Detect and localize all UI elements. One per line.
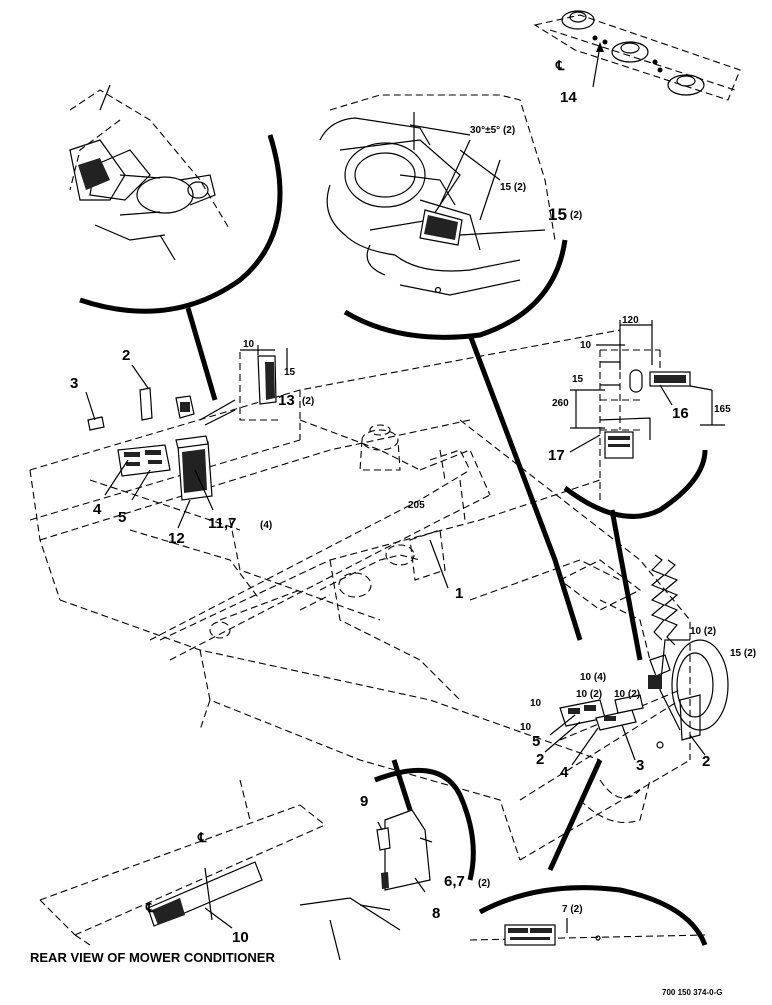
detail-cutterbar-disks: [533, 10, 741, 101]
callout-14: 14: [560, 89, 577, 106]
callout-6-7: 6,7: [444, 873, 465, 890]
callout-6-qty: (2): [478, 878, 490, 889]
rear-left-decals: [87, 387, 236, 501]
callout-11-7: 11,7: [208, 515, 236, 532]
dim-205: 205: [408, 500, 425, 511]
rear-right-decals: [559, 675, 662, 731]
callout-4-left: 4: [93, 501, 102, 518]
callout-labels: 2 3 4 5 12 11,7 (4) 13 (2) 1 14 15 (2) 1…: [70, 89, 710, 946]
dim-260: 260: [552, 398, 569, 409]
rear-view-caption: REAR VIEW OF MOWER CONDITIONER: [30, 950, 275, 965]
callout-16: 16: [672, 405, 689, 422]
dim-15-2: 15 (2): [500, 182, 526, 193]
callout-11-qty: (4): [260, 520, 272, 531]
centerline-top: ℄: [555, 58, 565, 73]
detail-circle-9-8: [299, 767, 476, 961]
callout-2-right: 2: [536, 751, 544, 768]
detail-circle-decals-16-17: [563, 320, 725, 519]
mower-conditioner-body: [29, 329, 729, 861]
callout-10: 10: [232, 929, 249, 946]
dim-10-2-end: 10 (2): [614, 689, 640, 700]
callout-13: 13: [278, 392, 295, 409]
callout-8: 8: [432, 905, 440, 922]
callout-2-wheel: 2: [702, 753, 710, 770]
callout-2-left: 2: [122, 347, 130, 364]
callout-3-left: 3: [70, 375, 78, 392]
figure-id: 700 150 374-0-G: [662, 988, 723, 997]
dim-10-right: 10: [580, 340, 592, 351]
decal-2-left: [139, 387, 153, 421]
callout-15-qty: (2): [570, 210, 582, 221]
dim-15-right: 15: [572, 374, 584, 385]
dim-10-top: 10: [243, 339, 255, 350]
detail-circle-decal-7: [469, 885, 708, 946]
dim-10-2-mid: 10 (2): [576, 689, 602, 700]
dim-10-4: 10 (4): [580, 672, 606, 683]
dim-10-a: 10: [530, 698, 542, 709]
decal-3-left: [87, 416, 105, 431]
centerline-symbols: ℄ ℄ ℄: [145, 58, 565, 915]
dim-10-b: 10: [520, 722, 532, 733]
callout-1: 1: [455, 585, 463, 602]
dim-10-2-wheel: 10 (2): [690, 626, 716, 637]
dim-15-2-wheel: 15 (2): [730, 648, 756, 659]
centerline-rear-lower: ℄: [145, 900, 155, 915]
dim-15-top: 15: [284, 367, 296, 378]
centerline-rear-upper: ℄: [197, 830, 207, 845]
decal-4-5-plate: [117, 444, 171, 477]
callout-4-right: 4: [560, 764, 569, 781]
callout-leaders: [85, 229, 706, 929]
callout-5-left: 5: [118, 509, 126, 526]
callout-9: 9: [360, 793, 368, 810]
leader-lines-heavy: [185, 307, 643, 872]
rear-view-mower-conditioner: CASE: [39, 779, 326, 946]
detail-circle-guard-center: [319, 94, 568, 340]
detail-circle-guard-left: [69, 84, 283, 314]
dim-165: 165: [714, 404, 731, 415]
dim-7-2: 7 (2): [562, 904, 583, 915]
callout-17: 17: [548, 447, 565, 464]
detail-decal-13: [239, 345, 288, 421]
callout-15: 15: [548, 205, 567, 224]
dimension-labels: 30°±5° (2) 15 (2) 10 15 120 10 15 260 16…: [243, 125, 756, 915]
callout-5-right: 5: [532, 733, 540, 750]
callout-12: 12: [168, 530, 185, 547]
callout-3-right: 3: [636, 757, 644, 774]
dim-angle: 30°±5° (2): [470, 125, 515, 136]
callout-13-qty: (2): [302, 396, 314, 407]
dim-120: 120: [622, 315, 639, 326]
